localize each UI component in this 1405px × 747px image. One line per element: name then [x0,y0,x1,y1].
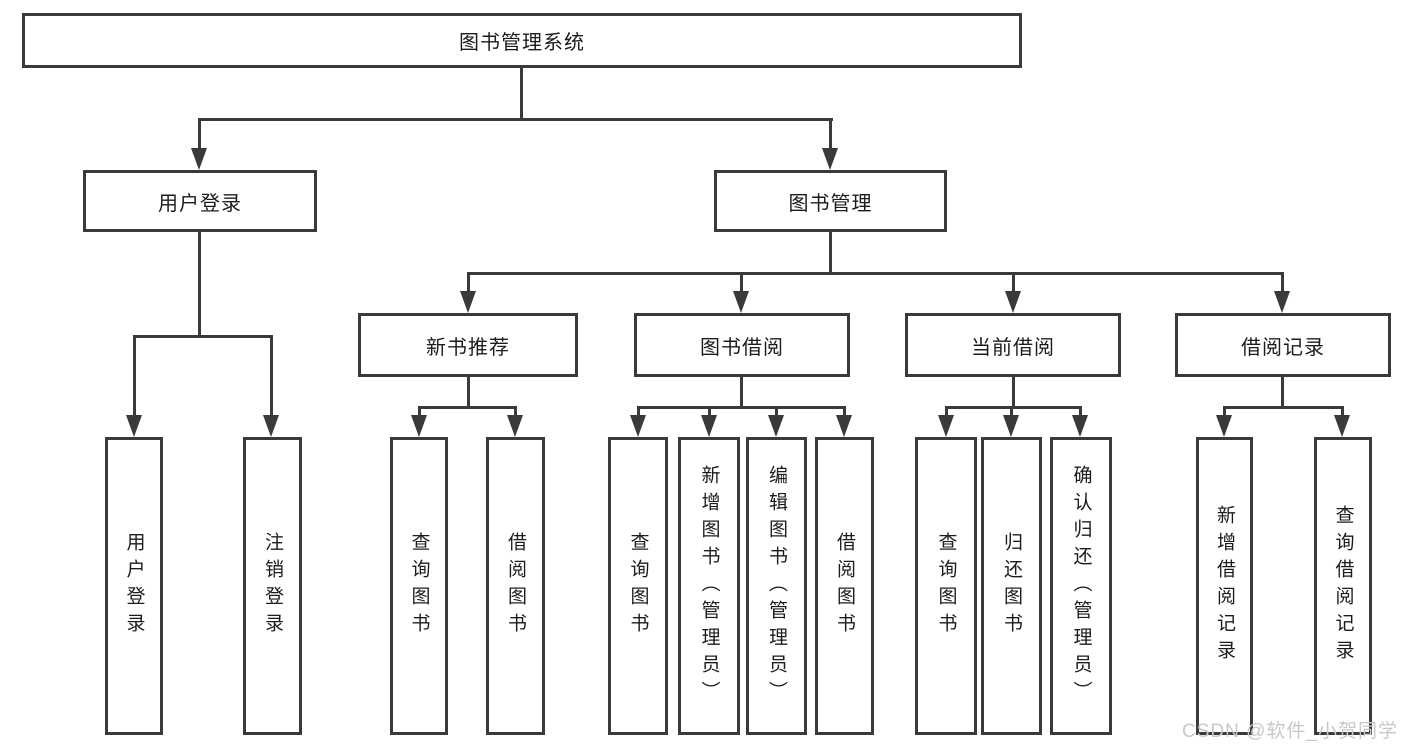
arrow-down-icon [836,415,852,437]
connector-drop-leaf [270,335,273,417]
leaf-current-confirm-return-admin: 确认归还（管理员） [1050,437,1112,735]
arrow-down-icon [1072,415,1088,437]
leaf-current-query-books: 查询图书 [915,437,977,735]
node-book-borrowing: 图书借阅 [634,313,850,377]
node-user-login-label: 用户登录 [158,192,242,215]
arrow-down-icon [938,415,954,437]
leaf-borrow-borrow-books: 借阅图书 [815,437,874,735]
node-library-system-label: 图书管理系统 [459,32,585,54]
arrow-down-icon [411,415,427,437]
connector-drop-leaf [514,406,517,417]
leaf-current-confirm-return-admin-label: 确认归还（管理员） [1070,464,1092,708]
leaf-logout: 注销登录 [243,437,302,735]
node-new-book-recommend: 新书推荐 [358,313,578,377]
connector-book-borrow-stem [740,377,743,406]
node-current-borrowing: 当前借阅 [905,313,1121,377]
connector-drop-leaf [1079,406,1082,417]
connector-drop-leaf [133,335,136,417]
connector-user-login-stem [198,232,201,335]
leaf-borrow-add-books-admin: 新增图书（管理员） [678,437,740,735]
leaf-borrow-edit-books-admin-label: 编辑图书（管理员） [766,464,787,708]
connector-drop-book-borrow [740,272,743,294]
arrow-down-icon [768,415,784,437]
leaf-user-login: 用户登录 [105,437,163,735]
leaf-current-return-books-label: 归还图书 [1001,532,1022,640]
leaf-current-query-books-label: 查询图书 [935,532,957,640]
leaf-records-add-record: 新增借阅记录 [1196,437,1253,735]
connector-book-mgmt-stem [829,232,832,272]
connector-drop-leaf [637,406,640,417]
connector-borrow-records-stem [1281,377,1284,406]
leaf-logout-label: 注销登录 [262,532,283,640]
node-new-book-recommend-label: 新书推荐 [426,336,510,359]
connector-drop-leaf [945,406,948,417]
connector-root-stem [520,68,523,118]
connector-drop-leaf [1223,406,1226,417]
connector-book-borrow-bus [637,406,846,409]
arrow-down-icon [630,415,646,437]
connector-drop-user-login [198,118,201,152]
leaf-newbook-borrow-books: 借阅图书 [486,437,545,735]
node-book-management: 图书管理 [714,170,947,232]
node-borrowing-records-label: 借阅记录 [1241,336,1325,359]
connector-new-books-stem [467,377,470,406]
node-book-management-label: 图书管理 [788,192,873,215]
leaf-newbook-query-books-label: 查询图书 [408,532,430,640]
arrow-down-icon [1005,291,1021,313]
leaf-newbook-query-books: 查询图书 [390,437,448,735]
leaf-records-query-record: 查询借阅记录 [1314,437,1372,735]
arrow-down-icon [460,291,476,313]
watermark: CSDN @软件_小贺同学 [1182,721,1398,742]
connector-root-bus [198,118,833,121]
node-current-borrowing-label: 当前借阅 [971,336,1055,359]
leaf-borrow-edit-books-admin: 编辑图书（管理员） [746,437,807,735]
node-borrowing-records: 借阅记录 [1175,313,1391,377]
leaf-borrow-borrow-books-label: 借阅图书 [834,532,855,640]
leaf-records-query-record-label: 查询借阅记录 [1332,505,1354,667]
connector-drop-leaf [1010,406,1013,417]
arrow-down-icon [1334,415,1350,437]
connector-drop-book-mgmt [829,118,832,152]
arrow-down-icon [1216,415,1232,437]
leaf-newbook-borrow-books-label: 借阅图书 [505,532,526,640]
arrow-down-icon [263,415,279,437]
node-user-login: 用户登录 [83,170,317,232]
leaf-borrow-query-books-label: 查询图书 [627,532,649,640]
leaf-borrow-add-books-admin-label: 新增图书（管理员） [698,464,720,708]
arrow-down-icon [1003,415,1019,437]
connector-current-borrow-bus [945,406,1082,409]
arrow-down-icon [191,148,207,170]
connector-drop-new-books [467,272,470,294]
connector-new-books-bus [418,406,517,409]
connector-user-login-bus [133,335,273,338]
connector-book-mgmt-bus [467,272,1284,275]
node-library-system: 图书管理系统 [22,13,1022,68]
connector-current-borrow-stem [1012,377,1015,406]
arrow-down-icon [701,415,717,437]
connector-drop-leaf [418,406,421,417]
leaf-borrow-query-books: 查询图书 [608,437,668,735]
connector-drop-leaf [708,406,711,417]
connector-drop-borrow-records [1281,272,1284,294]
arrow-down-icon [822,148,838,170]
connector-drop-leaf [1341,406,1344,417]
connector-drop-leaf [775,406,778,417]
leaf-current-return-books: 归还图书 [981,437,1042,735]
arrow-down-icon [1274,291,1290,313]
arrow-down-icon [126,415,142,437]
leaf-user-login-label: 用户登录 [123,532,145,640]
arrow-down-icon [733,291,749,313]
connector-borrow-records-bus [1223,406,1343,409]
connector-drop-current-borrow [1012,272,1015,294]
node-book-borrowing-label: 图书借阅 [700,336,784,359]
connector-drop-leaf [843,406,846,417]
arrow-down-icon [507,415,523,437]
leaf-records-add-record-label: 新增借阅记录 [1214,505,1235,667]
